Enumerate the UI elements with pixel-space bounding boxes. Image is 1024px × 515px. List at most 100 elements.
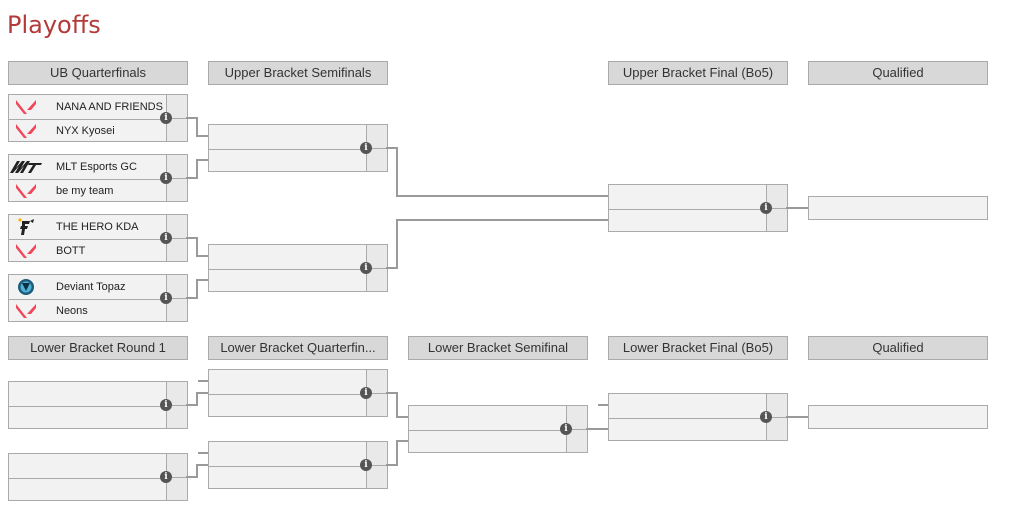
bracket-connector bbox=[386, 464, 396, 466]
bracket-connector bbox=[196, 117, 198, 136]
match-lbr1-1[interactable]: i bbox=[8, 381, 188, 429]
match-team-row[interactable]: THE HERO KDA bbox=[9, 215, 166, 239]
match-lb-final[interactable]: i bbox=[608, 393, 788, 441]
info-icon[interactable]: i bbox=[560, 423, 572, 435]
match-team-row[interactable] bbox=[409, 430, 566, 453]
team-name: MLT Esports GC bbox=[56, 161, 137, 173]
match-team-row[interactable] bbox=[209, 269, 366, 292]
info-icon[interactable]: i bbox=[360, 387, 372, 399]
hero-kda-logo-icon bbox=[9, 215, 43, 239]
match-team-row[interactable] bbox=[209, 466, 366, 489]
bracket-connector bbox=[186, 404, 196, 406]
header-lb-round1: Lower Bracket Round 1 bbox=[8, 336, 188, 360]
match-team-row[interactable]: NYX Kyosei bbox=[9, 119, 166, 142]
team-name: Neons bbox=[56, 305, 88, 317]
bracket-connector bbox=[196, 237, 198, 256]
match-lbqf-2[interactable]: i bbox=[208, 441, 388, 489]
bracket-connector bbox=[196, 464, 208, 466]
bracket-connector bbox=[396, 392, 398, 417]
match-team-row[interactable] bbox=[609, 185, 766, 209]
header-ub-qualified: Qualified bbox=[808, 61, 988, 85]
team-name: THE HERO KDA bbox=[56, 221, 139, 233]
bracket-connector bbox=[196, 464, 198, 478]
bracket-connector bbox=[396, 440, 398, 466]
match-ubqf-2[interactable]: MLT Esports GC be my team i bbox=[8, 154, 188, 202]
header-lb-semifinal: Lower Bracket Semifinal bbox=[408, 336, 588, 360]
info-icon[interactable]: i bbox=[160, 471, 172, 483]
bracket-connector bbox=[186, 297, 196, 299]
page-title: Playoffs bbox=[7, 11, 101, 39]
match-team-row[interactable]: NANA AND FRIENDS bbox=[9, 95, 166, 119]
valorant-logo-icon bbox=[9, 239, 43, 263]
info-icon[interactable]: i bbox=[760, 202, 772, 214]
bracket-connector bbox=[386, 147, 398, 149]
info-icon[interactable]: i bbox=[760, 411, 772, 423]
match-team-row[interactable]: Neons bbox=[9, 299, 166, 322]
valorant-logo-icon bbox=[9, 179, 43, 203]
match-lbqf-1[interactable]: i bbox=[208, 369, 388, 417]
info-icon[interactable]: i bbox=[160, 172, 172, 184]
bracket-connector bbox=[196, 279, 208, 281]
deviant-logo-icon bbox=[9, 275, 43, 299]
bracket-connector bbox=[196, 279, 198, 299]
match-ubsf-1[interactable]: i bbox=[208, 124, 388, 172]
match-team-row[interactable] bbox=[9, 454, 166, 478]
match-team-row[interactable] bbox=[609, 209, 766, 232]
info-icon[interactable]: i bbox=[160, 399, 172, 411]
qualified-slot-upper bbox=[808, 196, 988, 220]
match-team-row[interactable] bbox=[609, 418, 766, 441]
match-team-row[interactable] bbox=[209, 370, 366, 394]
team-name: BOTT bbox=[56, 245, 86, 257]
bracket-connector bbox=[386, 267, 398, 269]
bracket-connector bbox=[198, 380, 208, 382]
match-ub-final[interactable]: i bbox=[608, 184, 788, 232]
match-lbsf[interactable]: i bbox=[408, 405, 588, 453]
info-icon[interactable]: i bbox=[160, 292, 172, 304]
match-ubqf-4[interactable]: Deviant Topaz Neons i bbox=[8, 274, 188, 322]
match-team-row[interactable]: MLT Esports GC bbox=[9, 155, 166, 179]
bracket-connector bbox=[396, 416, 408, 418]
match-ubsf-2[interactable]: i bbox=[208, 244, 388, 292]
bracket-connector bbox=[196, 255, 208, 257]
match-team-row[interactable]: be my team bbox=[9, 179, 166, 202]
header-ub-quarterfinals: UB Quarterfinals bbox=[8, 61, 188, 85]
match-team-row[interactable]: BOTT bbox=[9, 239, 166, 262]
bracket-connector bbox=[786, 416, 808, 418]
bracket-connector bbox=[186, 177, 196, 179]
match-team-row[interactable]: Deviant Topaz bbox=[9, 275, 166, 299]
bracket-connector bbox=[396, 147, 398, 196]
match-ubqf-1[interactable]: NANA AND FRIENDS NYX Kyosei i bbox=[8, 94, 188, 142]
match-team-row[interactable] bbox=[409, 406, 566, 430]
match-ubqf-3[interactable]: THE HERO KDA BOTT i bbox=[8, 214, 188, 262]
info-icon[interactable]: i bbox=[360, 459, 372, 471]
mlt-logo-icon bbox=[9, 155, 43, 179]
match-lbr1-2[interactable]: i bbox=[8, 453, 188, 501]
info-icon[interactable]: i bbox=[160, 232, 172, 244]
match-team-row[interactable] bbox=[209, 442, 366, 466]
bracket-connector bbox=[396, 195, 608, 197]
valorant-logo-icon bbox=[9, 95, 43, 119]
match-team-row[interactable] bbox=[209, 245, 366, 269]
qualified-slot-lower bbox=[808, 405, 988, 429]
bracket-connector bbox=[186, 237, 196, 239]
bracket-connector bbox=[196, 392, 208, 394]
match-team-row[interactable] bbox=[9, 406, 166, 429]
header-lb-final: Lower Bracket Final (Bo5) bbox=[608, 336, 788, 360]
info-icon[interactable]: i bbox=[160, 112, 172, 124]
match-team-row[interactable] bbox=[9, 478, 166, 501]
valorant-logo-icon bbox=[9, 299, 43, 323]
bracket-connector bbox=[396, 440, 408, 442]
bracket-connector bbox=[396, 219, 608, 221]
match-team-row[interactable] bbox=[209, 394, 366, 417]
info-icon[interactable]: i bbox=[360, 262, 372, 274]
bracket-connector bbox=[186, 476, 196, 478]
match-team-row[interactable] bbox=[209, 125, 366, 149]
match-team-row[interactable] bbox=[209, 149, 366, 172]
bracket-connector bbox=[196, 159, 208, 161]
bracket-connector bbox=[196, 135, 208, 137]
match-team-row[interactable] bbox=[9, 382, 166, 406]
info-icon[interactable]: i bbox=[360, 142, 372, 154]
match-team-row[interactable] bbox=[609, 394, 766, 418]
bracket-connector bbox=[386, 392, 396, 394]
bracket-connector bbox=[396, 219, 398, 269]
